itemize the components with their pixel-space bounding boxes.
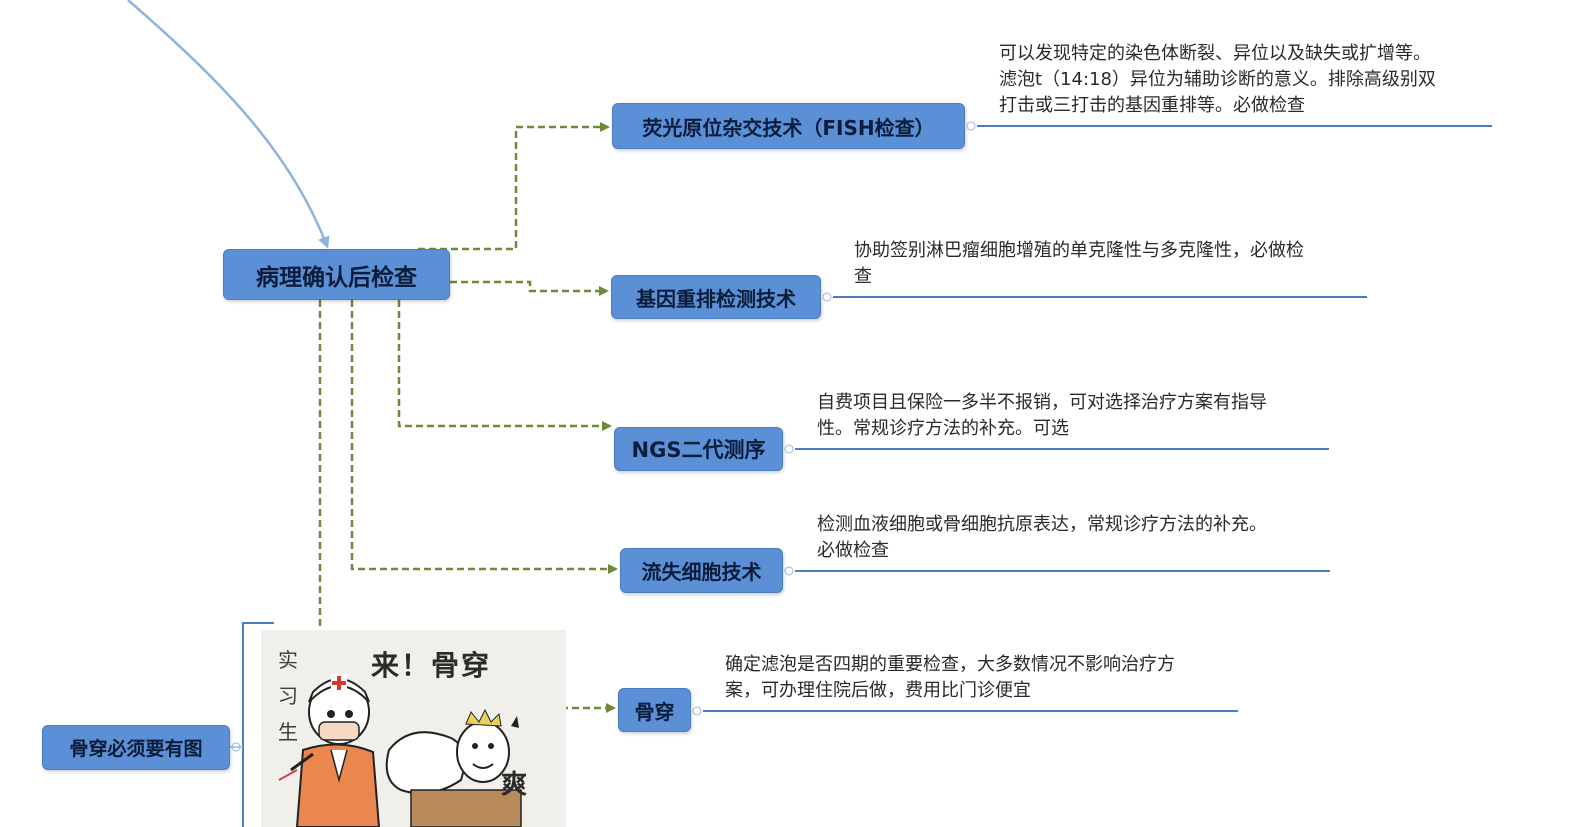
fish-label: 荧光原位杂交技术（FISH检查） <box>642 115 935 140</box>
link-fish <box>418 122 610 251</box>
gene-node[interactable]: 基因重排检测技术 <box>611 275 821 319</box>
meme-side-text: 实习生 <box>278 648 298 744</box>
flow-collapse-handle[interactable] <box>784 566 794 576</box>
link-ngs <box>397 300 612 431</box>
bone-label: 骨穿 <box>634 699 675 724</box>
meme-drawing <box>278 674 522 827</box>
gene-note[interactable]: 协助签别淋巴瘤细胞增殖的单克隆性与多克隆性，必做检 查 <box>854 240 1304 287</box>
fish-node[interactable]: 荧光原位杂交技术（FISH检查） <box>612 103 965 149</box>
meme-caption: 来！骨穿 <box>371 649 492 682</box>
side-topic-label: 骨穿必须要有图 <box>69 738 203 760</box>
side-topic-node[interactable]: 骨穿必须要有图 <box>42 725 230 770</box>
flow-node[interactable]: 流失细胞技术 <box>620 548 783 593</box>
ngs-collapse-handle[interactable] <box>784 444 794 454</box>
link-gene <box>450 280 609 296</box>
flow-note[interactable]: 检测血液细胞或骨细胞抗原表达，常规诊疗方法的补充。 必做检查 <box>817 514 1267 561</box>
side-bracket <box>242 622 274 827</box>
fish-note[interactable]: 可以发现特定的染色体断裂、异位以及缺失或扩增等。 滤泡t（14:18）异位为辅助… <box>999 43 1436 116</box>
meme-reaction: 爽 <box>501 770 528 800</box>
root-node[interactable]: 病理确认后检查 <box>223 249 450 300</box>
bone-note[interactable]: 确定滤泡是否四期的重要检查，大多数情况不影响治疗方 案，可办理住院后做，费用比门… <box>725 654 1175 701</box>
ngs-label: NGS二代测序 <box>631 438 766 462</box>
ngs-node[interactable]: NGS二代测序 <box>614 427 783 471</box>
root-label: 病理确认后检查 <box>256 264 417 291</box>
bone-node[interactable]: 骨穿 <box>618 688 691 732</box>
bone-collapse-handle[interactable] <box>692 706 702 716</box>
incoming-link <box>127 0 330 249</box>
gene-collapse-handle[interactable] <box>822 292 832 302</box>
meme-image[interactable]: 来！骨穿 实习生 爽 <box>261 630 566 827</box>
fish-collapse-handle[interactable] <box>966 121 976 131</box>
link-flow <box>350 300 618 574</box>
ngs-note[interactable]: 自费项目且保险一多半不报销，可对选择治疗方案有指导 性。常规诊疗方法的补充。可选 <box>817 392 1267 439</box>
gene-label: 基因重排检测技术 <box>636 286 796 311</box>
flow-label: 流失细胞技术 <box>641 560 762 584</box>
